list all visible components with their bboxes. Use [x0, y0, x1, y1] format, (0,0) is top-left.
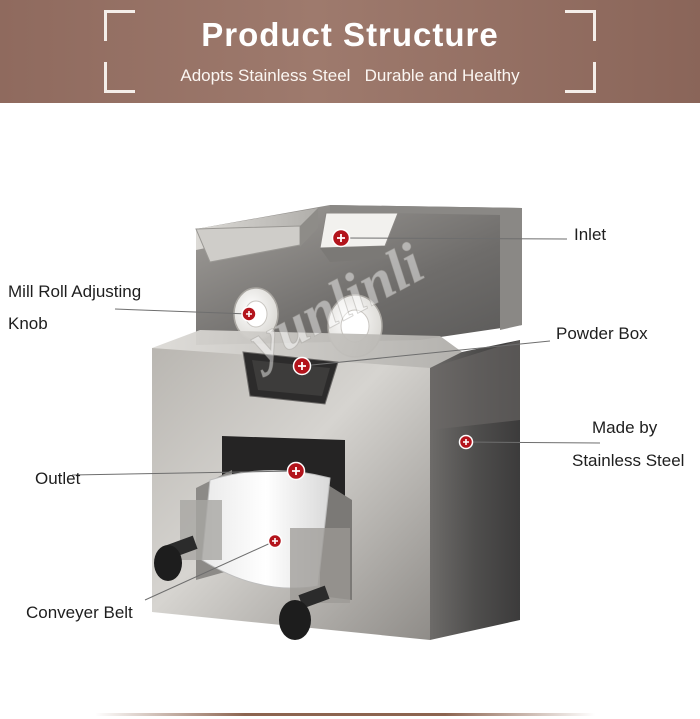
corner-bracket-bottom-left: [104, 62, 135, 93]
marker-knob: [241, 306, 257, 322]
marker-inlet: [331, 228, 351, 248]
marker-outlet: [286, 461, 306, 481]
label-conveyer-belt: Conveyer Belt: [26, 603, 133, 622]
label-powder-box: Powder Box: [556, 324, 648, 343]
label-made-by: Made by: [592, 418, 658, 437]
markers: [241, 228, 474, 549]
marker-conveyer: [267, 533, 283, 549]
page-subtitle: Adopts Stainless Steel Durable and Healt…: [180, 66, 520, 85]
outlet-conveyor: [154, 436, 352, 640]
label-stainless-steel: Stainless Steel: [572, 451, 685, 470]
label-mill-roll-line2: Knob: [8, 314, 48, 333]
corner-bracket-bottom-right: [565, 62, 596, 93]
leader-lines: [71, 237, 601, 601]
corner-bracket-top-right: [565, 10, 596, 41]
label-inlet: Inlet: [574, 225, 607, 244]
page-title: Product Structure: [201, 16, 499, 53]
label-outlet: Outlet: [35, 469, 81, 488]
bottom-divider: [95, 713, 595, 716]
header-banner: Product Structure Adopts Stainless Steel…: [0, 0, 700, 103]
label-mill-roll-line1: Mill Roll Adjusting: [8, 282, 142, 301]
corner-bracket-top-left: [104, 10, 135, 41]
marker-stainless: [458, 434, 474, 450]
machine-illustration: yunlinli: [71, 205, 601, 640]
marker-powder-box: [292, 356, 312, 376]
